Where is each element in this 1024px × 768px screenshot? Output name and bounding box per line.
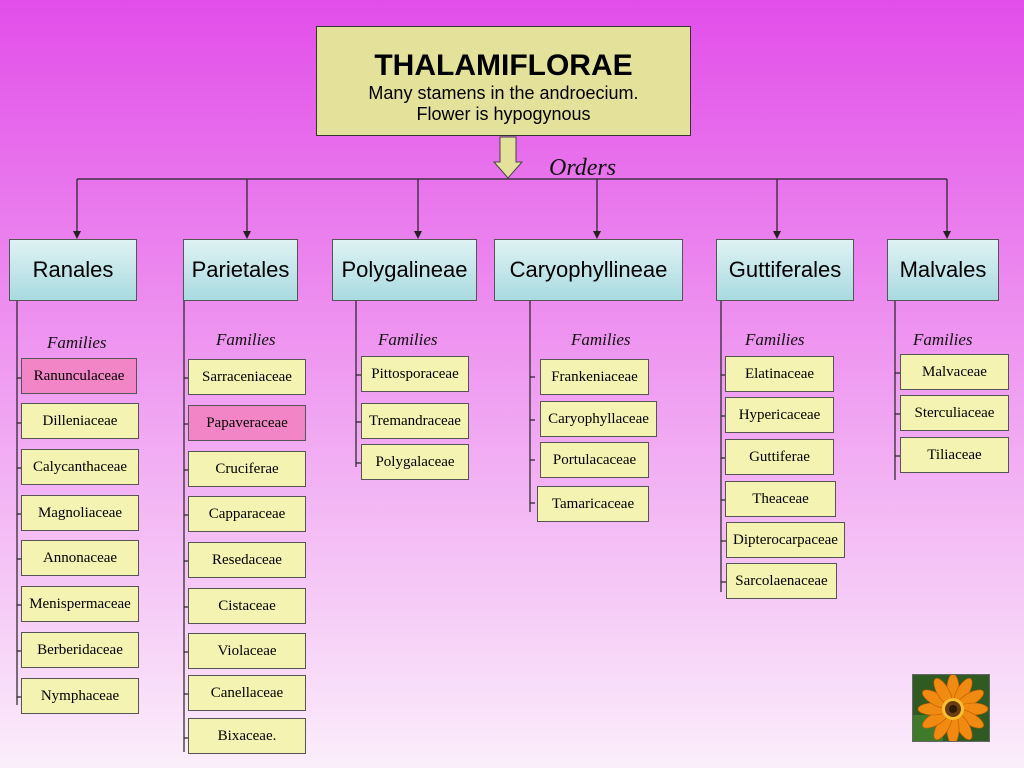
order-label: Malvales bbox=[899, 257, 987, 282]
family-box: Cistaceae bbox=[188, 588, 306, 624]
family-box: Sterculiaceae bbox=[900, 395, 1009, 431]
family-label: Nymphaceae bbox=[40, 687, 120, 704]
family-label: Calycanthaceae bbox=[32, 458, 128, 475]
family-label: Dilleniaceae bbox=[42, 412, 118, 429]
family-label: Violaceae bbox=[217, 642, 277, 659]
family-box: Bixaceae. bbox=[188, 718, 306, 754]
family-box: Dipterocarpaceae bbox=[726, 522, 845, 558]
family-label: Dipterocarpaceae bbox=[733, 531, 838, 548]
orders-label: Orders bbox=[549, 155, 617, 181]
family-label: Sarraceniaceae bbox=[202, 368, 292, 385]
family-label: Berberidaceae bbox=[37, 641, 123, 658]
families-label: Families bbox=[745, 330, 805, 349]
family-box: Elatinaceae bbox=[725, 356, 834, 392]
down-arrow-icon bbox=[492, 136, 524, 179]
family-box: Sarcolaenaceae bbox=[726, 563, 837, 599]
family-label: Ranunculaceae bbox=[33, 367, 125, 384]
title-box: THALAMIFLORAE Many stamens in the androe… bbox=[316, 26, 691, 136]
families-label: Families bbox=[913, 330, 973, 349]
family-label: Frankeniaceae bbox=[551, 368, 638, 385]
family-box: Violaceae bbox=[188, 633, 306, 669]
family-label: Papaveraceae bbox=[206, 414, 288, 431]
family-label: Portulacaceae bbox=[552, 451, 637, 468]
family-box: Polygalaceae bbox=[361, 444, 469, 480]
family-label: Canellaceae bbox=[210, 684, 284, 701]
order-label: Polygalineae bbox=[341, 257, 468, 282]
families-label: Families bbox=[47, 333, 107, 352]
diagram-title: THALAMIFLORAE bbox=[374, 49, 633, 82]
order-box-polygalineae: Polygalineae bbox=[332, 239, 477, 301]
family-label: Tiliaceae bbox=[927, 446, 982, 463]
order-label: Parietales bbox=[191, 257, 290, 282]
subtitle-line-1: Many stamens in the androecium. bbox=[368, 83, 639, 103]
family-box: Sarraceniaceae bbox=[188, 359, 306, 395]
family-label: Sarcolaenaceae bbox=[735, 572, 828, 589]
order-box-parietales: Parietales bbox=[183, 239, 298, 301]
family-box: Annonaceae bbox=[21, 540, 139, 576]
order-label: Ranales bbox=[32, 257, 114, 282]
family-label: Cruciferae bbox=[215, 460, 279, 477]
family-label: Sterculiaceae bbox=[914, 404, 995, 421]
order-label: Caryophyllineae bbox=[509, 257, 668, 282]
family-box: Magnoliaceae bbox=[21, 495, 139, 531]
family-box: Pittosporaceae bbox=[361, 356, 469, 392]
family-box: Menispermaceae bbox=[21, 586, 139, 622]
family-box: Tamaricaceae bbox=[537, 486, 649, 522]
order-box-ranales: Ranales bbox=[9, 239, 137, 301]
family-box: Calycanthaceae bbox=[21, 449, 139, 485]
order-box-guttiferales: Guttiferales bbox=[716, 239, 854, 301]
families-label: Families bbox=[216, 330, 276, 349]
subtitle-line-2: Flower is hypogynous bbox=[416, 104, 591, 124]
family-box: Hypericaceae bbox=[725, 397, 834, 433]
family-label: Caryophyllaceae bbox=[548, 410, 649, 427]
family-box: Malvaceae bbox=[900, 354, 1009, 390]
family-label: Polygalaceae bbox=[375, 453, 455, 470]
family-label: Theaceae bbox=[752, 490, 809, 507]
family-box: Cruciferae bbox=[188, 451, 306, 487]
family-box: Tremandraceae bbox=[361, 403, 469, 439]
family-label: Cistaceae bbox=[218, 597, 276, 614]
family-box: Capparaceae bbox=[188, 496, 306, 532]
family-label: Bixaceae. bbox=[217, 727, 277, 744]
family-box: Theaceae bbox=[725, 481, 836, 517]
family-label: Tamaricaceae bbox=[551, 495, 635, 512]
family-box: Frankeniaceae bbox=[540, 359, 649, 395]
families-label: Families bbox=[571, 330, 631, 349]
order-label: Guttiferales bbox=[728, 257, 842, 282]
family-label: Annonaceae bbox=[42, 549, 118, 566]
families-label: Families bbox=[378, 330, 438, 349]
family-label: Pittosporaceae bbox=[371, 365, 459, 382]
family-label: Elatinaceae bbox=[744, 365, 815, 382]
family-box: Berberidaceae bbox=[21, 632, 139, 668]
order-box-caryophyllineae: Caryophyllineae bbox=[494, 239, 683, 301]
family-box: Nymphaceae bbox=[21, 678, 139, 714]
family-label: Menispermaceae bbox=[29, 595, 131, 612]
family-box: Guttiferae bbox=[725, 439, 834, 475]
family-box: Papaveraceae bbox=[188, 405, 306, 441]
family-box: Ranunculaceae bbox=[21, 358, 137, 394]
family-label: Hypericaceae bbox=[738, 406, 821, 423]
flower-image bbox=[912, 674, 990, 742]
order-box-malvales: Malvales bbox=[887, 239, 999, 301]
family-box: Caryophyllaceae bbox=[540, 401, 657, 437]
family-label: Malvaceae bbox=[922, 363, 987, 380]
family-box: Resedaceae bbox=[188, 542, 306, 578]
family-label: Capparaceae bbox=[208, 505, 286, 522]
family-box: Dilleniaceae bbox=[21, 403, 139, 439]
family-label: Magnoliaceae bbox=[37, 504, 123, 521]
family-box: Portulacaceae bbox=[540, 442, 649, 478]
family-box: Canellaceae bbox=[188, 675, 306, 711]
family-box: Tiliaceae bbox=[900, 437, 1009, 473]
family-label: Guttiferae bbox=[749, 448, 810, 465]
family-label: Resedaceae bbox=[212, 551, 282, 568]
family-label: Tremandraceae bbox=[369, 412, 461, 429]
